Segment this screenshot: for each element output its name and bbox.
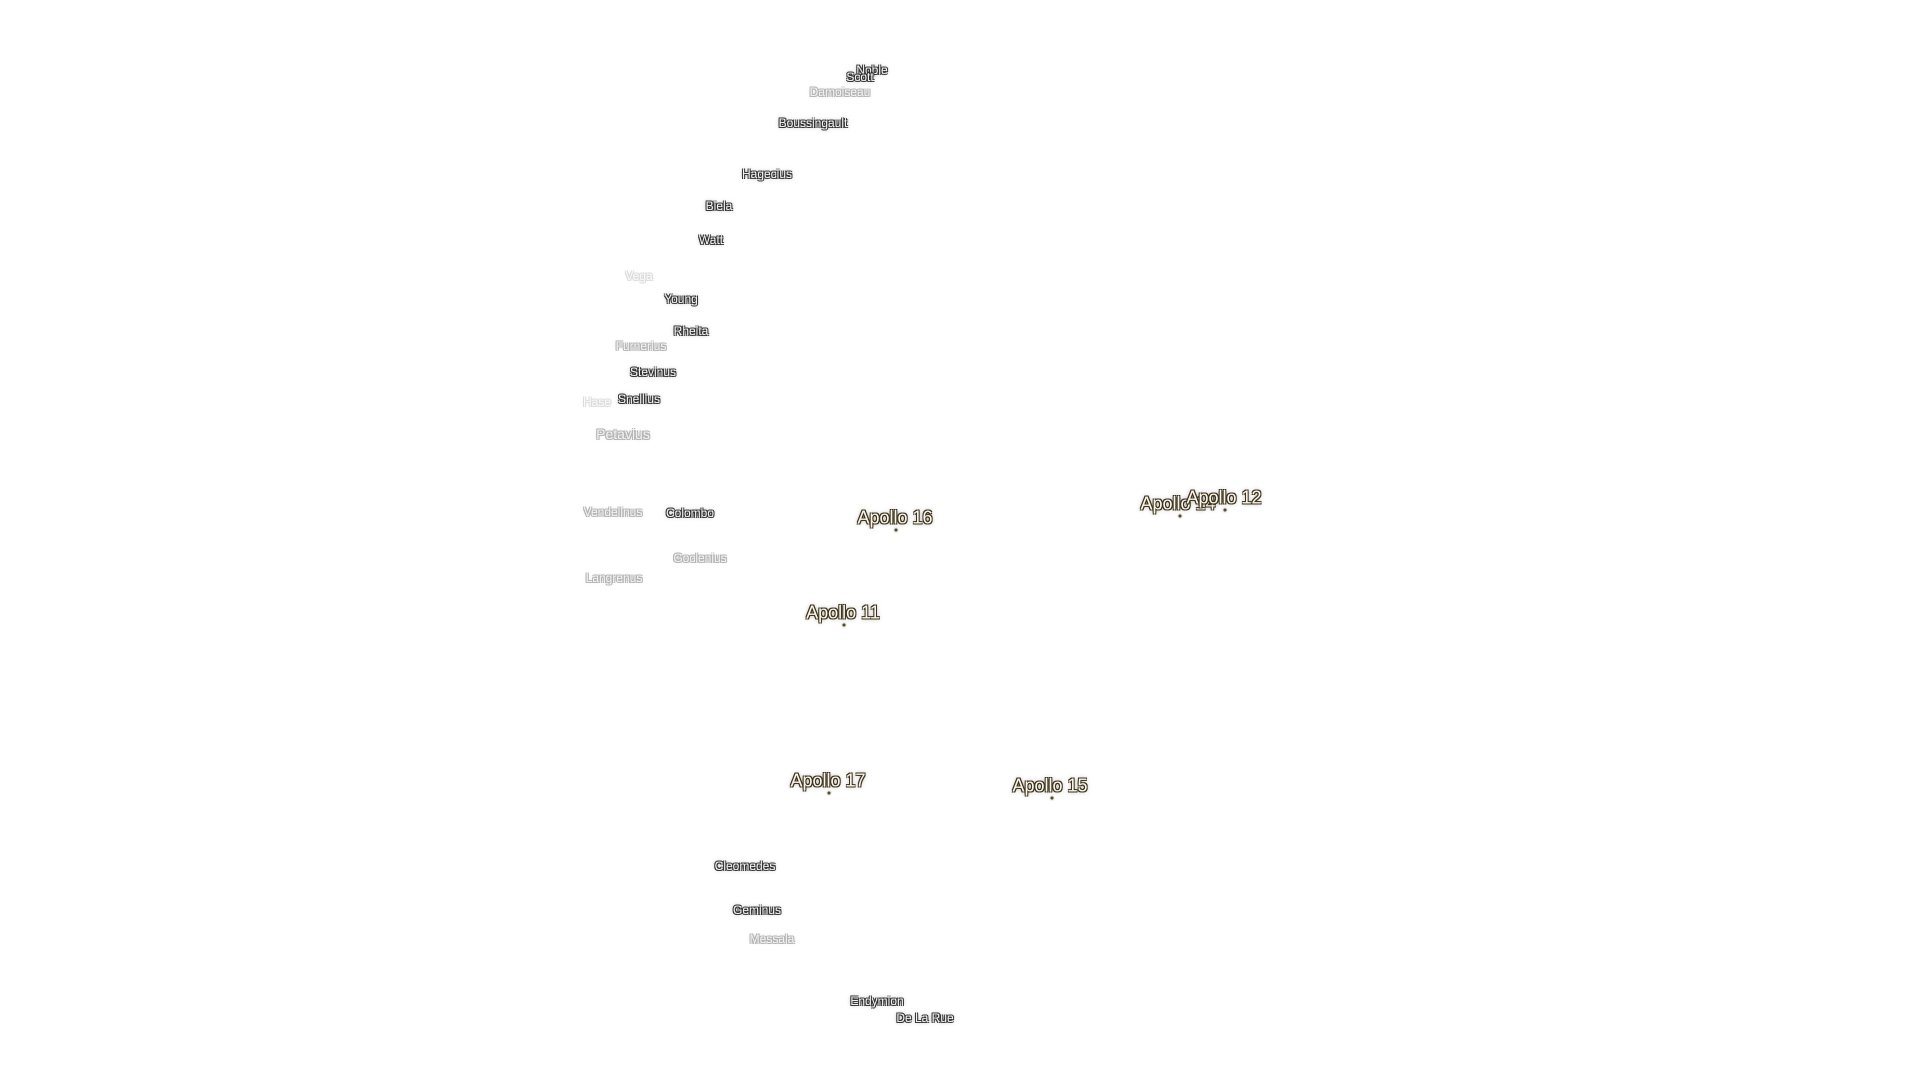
crater-label-snellius[interactable]: Snellius <box>617 392 661 406</box>
landing-site-marker-apollo-12[interactable] <box>1223 508 1227 512</box>
crater-label-messala[interactable]: Messala <box>749 932 795 946</box>
crater-label-rheita[interactable]: Rheita <box>673 324 709 338</box>
crater-label-goclenius[interactable]: Goclenius <box>673 551 727 565</box>
crater-label-vendelinus[interactable]: Vendelinus <box>583 505 643 519</box>
crater-label-de-la-rue[interactable]: De La Rue <box>896 1011 954 1025</box>
crater-label-biela[interactable]: Biela <box>705 199 733 213</box>
landing-site-label-apollo-15[interactable]: Apollo 15 <box>1012 775 1088 796</box>
crater-label-cleomedes[interactable]: Cleomedes <box>714 859 776 873</box>
crater-label-hagecius[interactable]: Hagecius <box>741 167 793 181</box>
crater-label-hase[interactable]: Hase <box>582 395 612 409</box>
landing-site-label-apollo-12[interactable]: Apollo 12 <box>1186 487 1262 508</box>
crater-label-langrenus[interactable]: Langrenus <box>585 571 643 585</box>
crater-label-boussingault[interactable]: Boussingault <box>778 116 848 130</box>
landing-site-marker-apollo-17[interactable] <box>827 791 831 795</box>
landing-site-marker-apollo-14[interactable] <box>1178 514 1182 518</box>
crater-label-stevinus[interactable]: Stevinus <box>629 365 677 379</box>
landing-site-label-apollo-16[interactable]: Apollo 16 <box>857 507 933 528</box>
landing-site-label-apollo-14[interactable]: Apollo 14 <box>1140 493 1216 514</box>
crater-label-colombo[interactable]: Colombo <box>665 506 715 520</box>
crater-label-petavius[interactable]: Petavius <box>596 426 650 442</box>
landing-site-label-apollo-11[interactable]: Apollo 11 <box>806 602 880 623</box>
landing-site-marker-apollo-11[interactable] <box>842 623 846 627</box>
crater-label-young[interactable]: Young <box>664 292 698 306</box>
landing-site-label-apollo-17[interactable]: Apollo 17 <box>790 770 866 791</box>
crater-label-geminus[interactable]: Geminus <box>732 903 782 917</box>
landing-site-marker-apollo-16[interactable] <box>894 528 898 532</box>
crater-label-endymion[interactable]: Endymion <box>850 994 904 1008</box>
landing-site-marker-apollo-15[interactable] <box>1050 796 1054 800</box>
crater-label-damoiseau[interactable]: Damoiseau <box>809 85 871 99</box>
crater-label-vega[interactable]: Vega <box>625 269 653 283</box>
crater-label-watt[interactable]: Watt <box>698 233 724 247</box>
crater-label-noble[interactable]: Noble <box>856 63 888 77</box>
crater-label-scott[interactable]: Scott <box>846 70 874 84</box>
crater-label-furnerius[interactable]: Furnerius <box>615 339 667 353</box>
